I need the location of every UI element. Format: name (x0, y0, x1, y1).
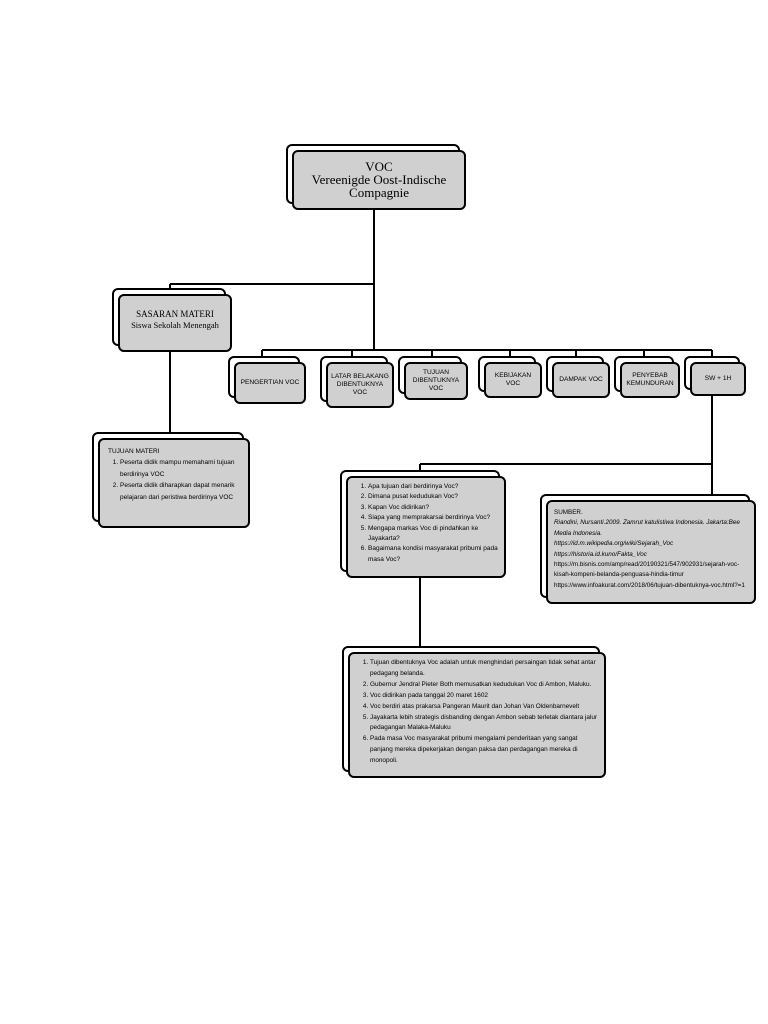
topic-node-latar-belakang: LATAR BELAKANG DIBENTUKNYA VOC (320, 356, 394, 408)
list-item: Pada masa Voc masyarakat pribumi mengala… (370, 734, 598, 767)
list-item: Voc didirikan pada tanggal 20 maret 1602 (370, 691, 598, 702)
sumber-title: SUMBER. (554, 509, 583, 516)
list-item: Peserta didik diharapkan dapat menarik p… (120, 480, 242, 503)
sumber-link: https://historia.id.kuno/Fakta_Voc (554, 550, 647, 558)
topic-label: DAMPAK VOC (552, 362, 610, 398)
sasaran-subtitle: Siswa Sekolah Menengah (131, 320, 219, 330)
list-item: Gubernur Jendral Pieter Both memusatkan … (370, 680, 598, 691)
questions-face: Apa tujuan dari berdirinya Voc? Dimana p… (346, 476, 506, 578)
topic-node-pengertian: PENGERTIAN VOC (228, 356, 306, 404)
topic-label: SW + 1H (690, 362, 746, 396)
topic-node-dampak: DAMPAK VOC (546, 356, 610, 398)
list-item: Tujuan dibentuknya Voc adalah untuk meng… (370, 658, 598, 680)
topic-node-kebijakan: KEBIJAKAN VOC (478, 356, 542, 398)
topic-label: LATAR BELAKANG DIBENTUKNYA VOC (326, 362, 394, 408)
sumber-face: SUMBER. Riandini, Nursanti.2009. Zamrut … (546, 500, 756, 604)
sumber-link: https://id.m.wikipedia.org/wiki/Sejarah_… (554, 540, 674, 548)
tujuan-materi-list: Peserta didik mampu memahami tujuan berd… (108, 457, 242, 503)
sasaran-node-face: SASARAN MATERI Siswa Sekolah Menengah (118, 294, 232, 352)
tujuan-materi-node: TUJUAN MATERI Peserta didik mampu memaha… (92, 432, 250, 528)
list-item: Kapan Voc didirikan? (368, 503, 498, 513)
topic-label: PENGERTIAN VOC (234, 362, 306, 404)
topic-label: KEBIJAKAN VOC (484, 362, 542, 398)
tujuan-materi-face: TUJUAN MATERI Peserta didik mampu memaha… (98, 438, 250, 528)
list-item: Siapa yang memprakarsai berdirinya Voc? (368, 513, 498, 523)
tujuan-materi-title: TUJUAN MATERI (108, 448, 160, 455)
topic-node-tujuan: TUJUAN DIBENTUKNYA VOC (398, 356, 468, 400)
root-node: VOC Vereenigde Oost-Indische Compagnie (286, 144, 466, 210)
answers-node: Tujuan dibentuknya Voc adalah untuk meng… (342, 646, 606, 778)
questions-list: Apa tujuan dari berdirinya Voc? Dimana p… (356, 482, 498, 565)
topic-label: TUJUAN DIBENTUKNYA VOC (404, 362, 468, 400)
list-item: Apa tujuan dari berdirinya Voc? (368, 482, 498, 492)
list-item: Dimana pusat kedudukan Voc? (368, 492, 498, 502)
root-name-line1: Vereenigde Oost-Indische (311, 172, 447, 187)
sumber-citation: Riandini, Nursanti.2009. Zamrut katulist… (554, 519, 740, 537)
list-item: Voc berdiri atas prakarsa Pangeran Mauri… (370, 702, 598, 713)
answers-list: Tujuan dibentuknya Voc adalah untuk meng… (358, 658, 598, 767)
sumber-link: https://m.bisnis.com/amp/read/20190321/5… (554, 561, 740, 579)
list-item: Jayakarta lebih strategis disbanding den… (370, 713, 598, 735)
topic-label: PENYEBAB KEMUNDURAN (620, 362, 680, 398)
sumber-node: SUMBER. Riandini, Nursanti.2009. Zamrut … (540, 494, 756, 604)
topic-node-5w1h: SW + 1H (684, 356, 746, 396)
root-title: VOC (365, 159, 393, 174)
root-name-line2: Compagnie (349, 185, 409, 200)
sumber-link: https://www.infoakurat.com/2018/06/tujua… (554, 581, 745, 589)
root-node-face: VOC Vereenigde Oost-Indische Compagnie (292, 150, 466, 210)
topic-node-penyebab: PENYEBAB KEMUNDURAN (614, 356, 680, 398)
answers-face: Tujuan dibentuknya Voc adalah untuk meng… (348, 652, 606, 778)
sasaran-node: SASARAN MATERI Siswa Sekolah Menengah (112, 288, 232, 352)
questions-node: Apa tujuan dari berdirinya Voc? Dimana p… (340, 470, 506, 578)
list-item: Peserta didik mampu memahami tujuan berd… (120, 457, 242, 480)
list-item: Mengapa markas Voc di pindahkan ke Jayak… (368, 524, 498, 545)
sasaran-title: SASARAN MATERI (136, 309, 214, 319)
list-item: Bagaimana kondisi masyarakat pribumi pad… (368, 544, 498, 565)
